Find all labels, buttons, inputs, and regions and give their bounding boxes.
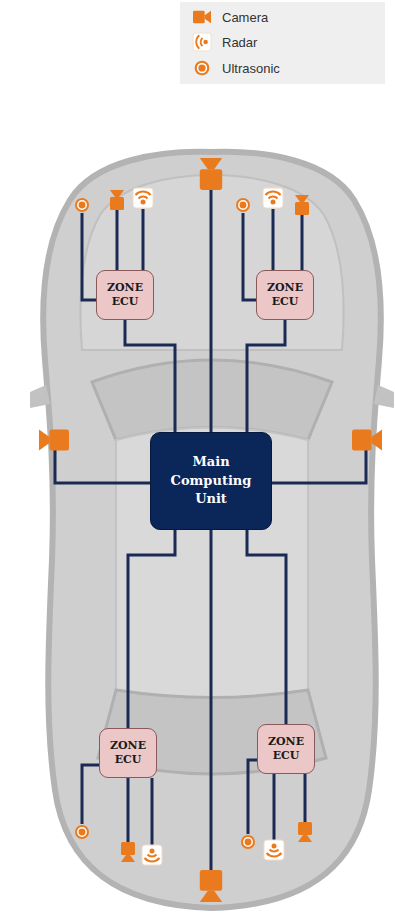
wire xyxy=(82,213,97,300)
wire xyxy=(55,450,150,483)
right-camera xyxy=(352,430,382,451)
radar-sensor xyxy=(264,840,284,860)
radar-sensor xyxy=(133,188,153,208)
wire xyxy=(210,190,213,432)
node-label: ZONE ECU xyxy=(263,281,307,310)
bus-connector xyxy=(128,530,175,728)
bus-connector xyxy=(247,320,285,432)
legend-camera-icon xyxy=(193,11,211,24)
zone-ecu-box: ZONE ECU xyxy=(99,728,157,778)
node-label: ZONE ECU xyxy=(264,735,308,764)
wire xyxy=(142,209,145,270)
legend-panel xyxy=(180,2,385,84)
wire xyxy=(273,774,276,840)
rear-camera xyxy=(200,870,222,902)
radar-sensor xyxy=(263,188,283,208)
legend-ultrasonic-icon xyxy=(195,61,210,76)
left-camera xyxy=(39,430,69,451)
legend-label: Camera xyxy=(222,10,268,25)
wire xyxy=(272,209,275,270)
car-mirror-right xyxy=(374,385,394,408)
car-body xyxy=(43,152,380,908)
car-mirror-left xyxy=(30,385,50,408)
ultrasonic-sensor xyxy=(75,825,89,839)
zone-ecu-box: ZONE ECU xyxy=(96,270,154,320)
legend-radar-icon xyxy=(193,33,211,51)
legend-label: Radar xyxy=(222,35,257,50)
radar-sensor xyxy=(142,845,162,865)
wire xyxy=(82,765,100,824)
zone-ecu-box: ZONE ECU xyxy=(257,724,315,774)
node-label: ZONE ECU xyxy=(103,281,147,310)
ultrasonic-sensor xyxy=(236,198,250,212)
wire xyxy=(304,774,307,822)
ultrasonic-sensor xyxy=(75,198,89,212)
camera-sensor xyxy=(298,822,312,842)
camera-sensor xyxy=(121,842,135,862)
wire xyxy=(301,215,304,270)
node-label: ZONE ECU xyxy=(106,739,150,768)
wire xyxy=(210,530,213,870)
ultrasonic-sensor xyxy=(241,835,255,849)
bus-connector xyxy=(125,320,175,432)
sensor-wires xyxy=(55,190,366,870)
front-camera xyxy=(200,158,222,190)
node-label: Main Computing Unit xyxy=(161,453,261,510)
camera-sensor xyxy=(110,190,124,210)
zone-ecu-box: ZONE ECU xyxy=(256,270,314,320)
wire xyxy=(127,778,130,842)
wire xyxy=(151,778,154,845)
wire xyxy=(116,210,119,270)
main-computing-box: Main Computing Unit xyxy=(150,432,272,530)
legend-label: Ultrasonic xyxy=(222,61,280,76)
wire xyxy=(272,450,366,483)
wire xyxy=(243,213,257,300)
bus-connector xyxy=(247,530,286,724)
wire xyxy=(248,760,258,834)
camera-sensor xyxy=(295,195,309,215)
